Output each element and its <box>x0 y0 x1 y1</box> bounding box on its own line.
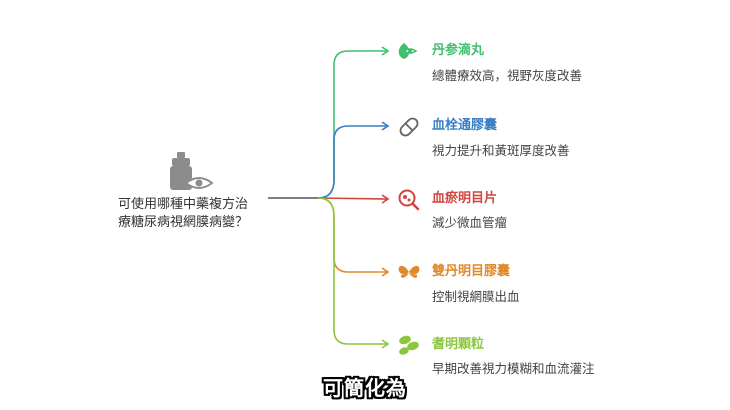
branch-title-5: 耆明顆粒 <box>432 337 485 352</box>
video-subtitle: 可簡化為 <box>323 376 407 400</box>
branch-desc-1: 總體療效高，視野灰度改善 <box>432 68 583 83</box>
branch-desc-4: 控制視網膜出血 <box>432 289 520 304</box>
root-question: 可使用哪種中藥複方治 療糖尿病視網膜病變？ <box>98 196 268 232</box>
connector-3 <box>317 197 389 200</box>
branch-title-1: 丹参滴丸 <box>432 43 485 58</box>
magnifier-icon <box>398 189 420 211</box>
connector-2 <box>317 125 388 199</box>
butterfly-icon <box>398 265 420 278</box>
arrowhead-4 <box>381 267 390 277</box>
connector-1 <box>317 50 388 199</box>
connector-lines <box>268 46 390 349</box>
arrowhead-5 <box>381 339 390 349</box>
branch-desc-5: 早期改善視力模糊和血流灌注 <box>432 361 595 376</box>
connector-5 <box>317 197 388 345</box>
arrowhead-1 <box>381 46 390 56</box>
bottle-eye-icon <box>170 152 214 190</box>
root-question-line2: 療糖尿病視網膜病變？ <box>117 215 248 230</box>
arrowhead-2 <box>381 121 390 131</box>
branch-title-4: 雙丹明目膠囊 <box>432 264 511 279</box>
leaf-eye-icon <box>398 43 418 59</box>
capsule-icon <box>399 117 419 137</box>
branch-desc-2: 視力提升和黃斑厚度改善 <box>432 143 570 158</box>
branch-title-3: 血瘀明目片 <box>432 191 498 206</box>
root-question-line1: 可使用哪種中藥複方治 <box>117 197 248 212</box>
arrowhead-3 <box>381 194 390 204</box>
granules-icon <box>399 335 419 355</box>
connector-4 <box>317 197 388 273</box>
branch-desc-3: 減少微血管瘤 <box>432 215 508 230</box>
branch-title-2: 血栓通膠囊 <box>432 118 498 133</box>
